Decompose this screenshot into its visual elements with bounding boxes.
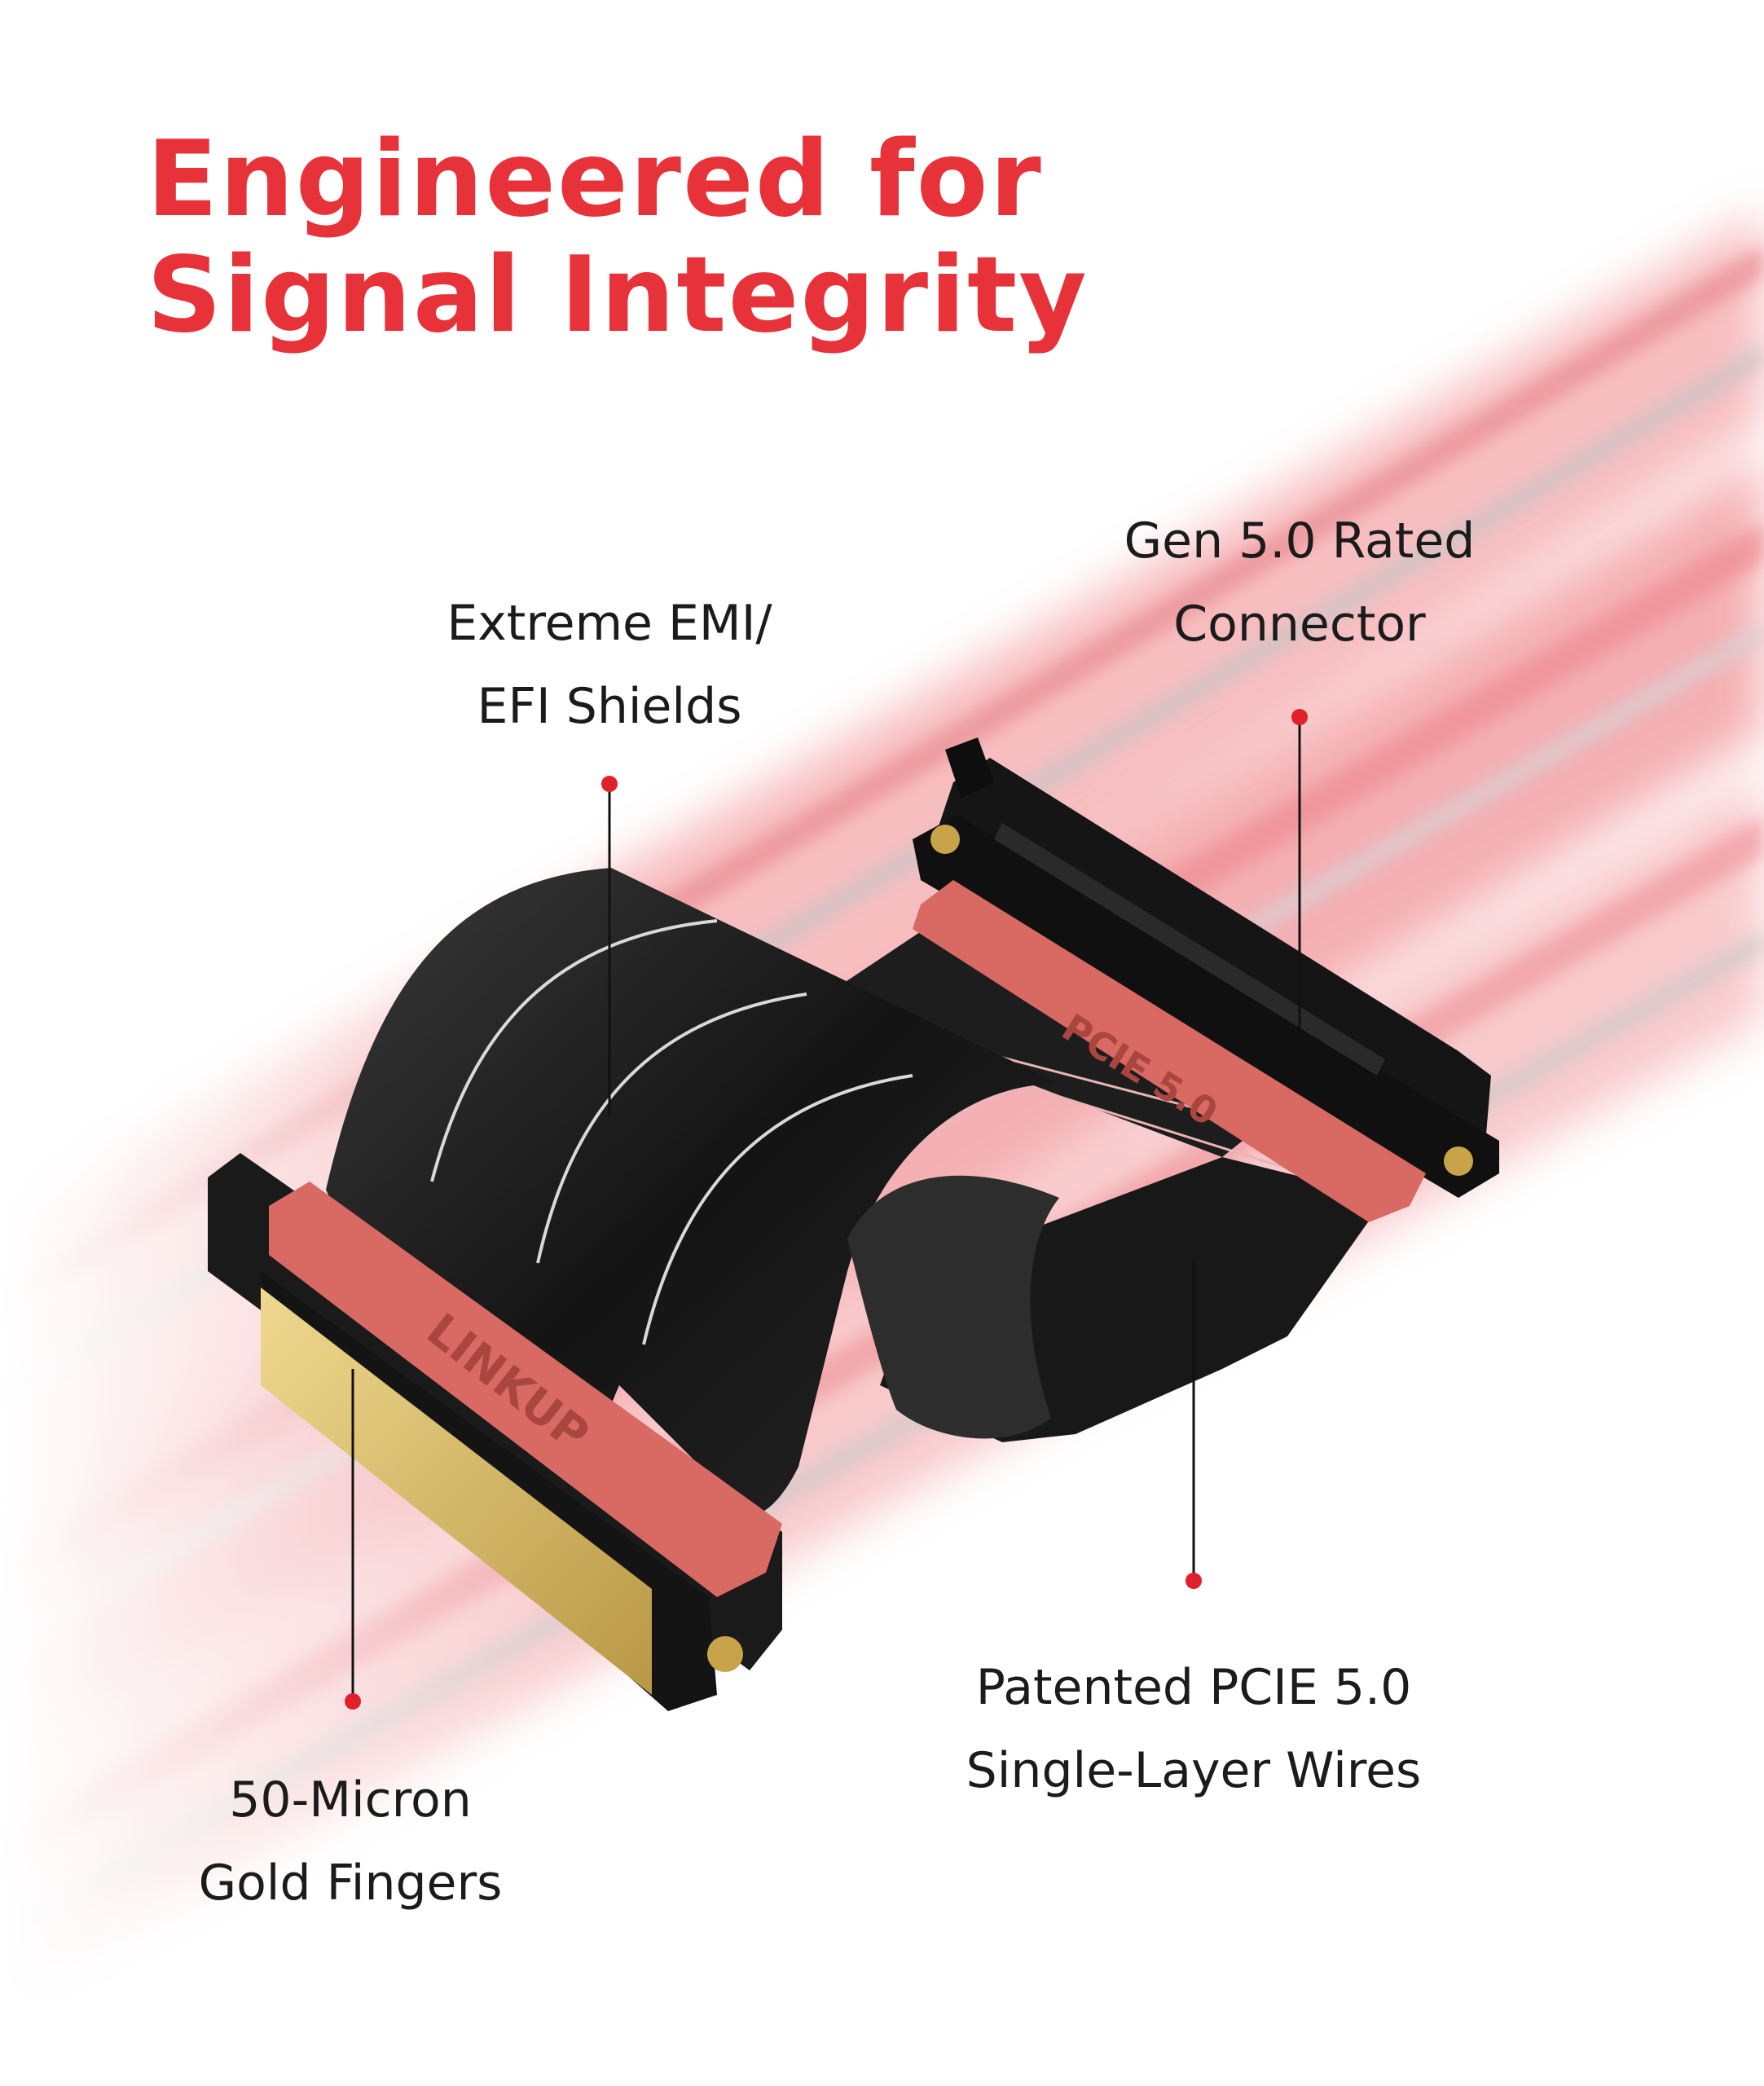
callout-dot-wires: [1186, 1573, 1202, 1589]
gold-finger-card: LINKUP: [208, 1153, 782, 1711]
gen5-connector: PCIE 5.0: [913, 737, 1499, 1222]
page-title-line-2: Signal Integrity: [147, 235, 1089, 356]
callout-dot-gold: [345, 1693, 361, 1710]
callout-gold-line-1: 50-Micron: [229, 1771, 472, 1829]
connector-screw-hole-right: [1444, 1146, 1473, 1176]
callout-dot-emi: [601, 776, 618, 792]
callout-gold-fingers: 50-Micron Gold Fingers: [139, 1758, 562, 1925]
bracket-screw-hole: [707, 1636, 743, 1672]
callout-wires-line-1: Patented PCIE 5.0: [975, 1659, 1412, 1716]
callout-emi-line-2: EFI Shields: [477, 678, 742, 735]
callout-markers: [345, 709, 1308, 1710]
callout-emi-shields: Extreme EMI/ EFI Shields: [389, 582, 829, 748]
page-title-line-1: Engineered for: [147, 119, 1043, 240]
callout-single-layer-wires: Patented PCIE 5.0 Single-Layer Wires: [908, 1646, 1479, 1812]
callout-gold-line-2: Gold Fingers: [198, 1855, 503, 1912]
callout-emi-line-1: Extreme EMI/: [446, 595, 772, 652]
callout-connector-line-1: Gen 5.0 Rated: [1124, 513, 1476, 570]
callout-wires-line-2: Single-Layer Wires: [966, 1742, 1422, 1799]
callout-connector-line-2: Connector: [1173, 596, 1426, 653]
page-title: Engineered for Signal Integrity: [147, 122, 1089, 354]
connector-screw-hole-left: [930, 825, 960, 854]
callout-gen5-connector: Gen 5.0 Rated Connector: [1051, 499, 1548, 666]
callout-dot-connector: [1291, 709, 1308, 725]
